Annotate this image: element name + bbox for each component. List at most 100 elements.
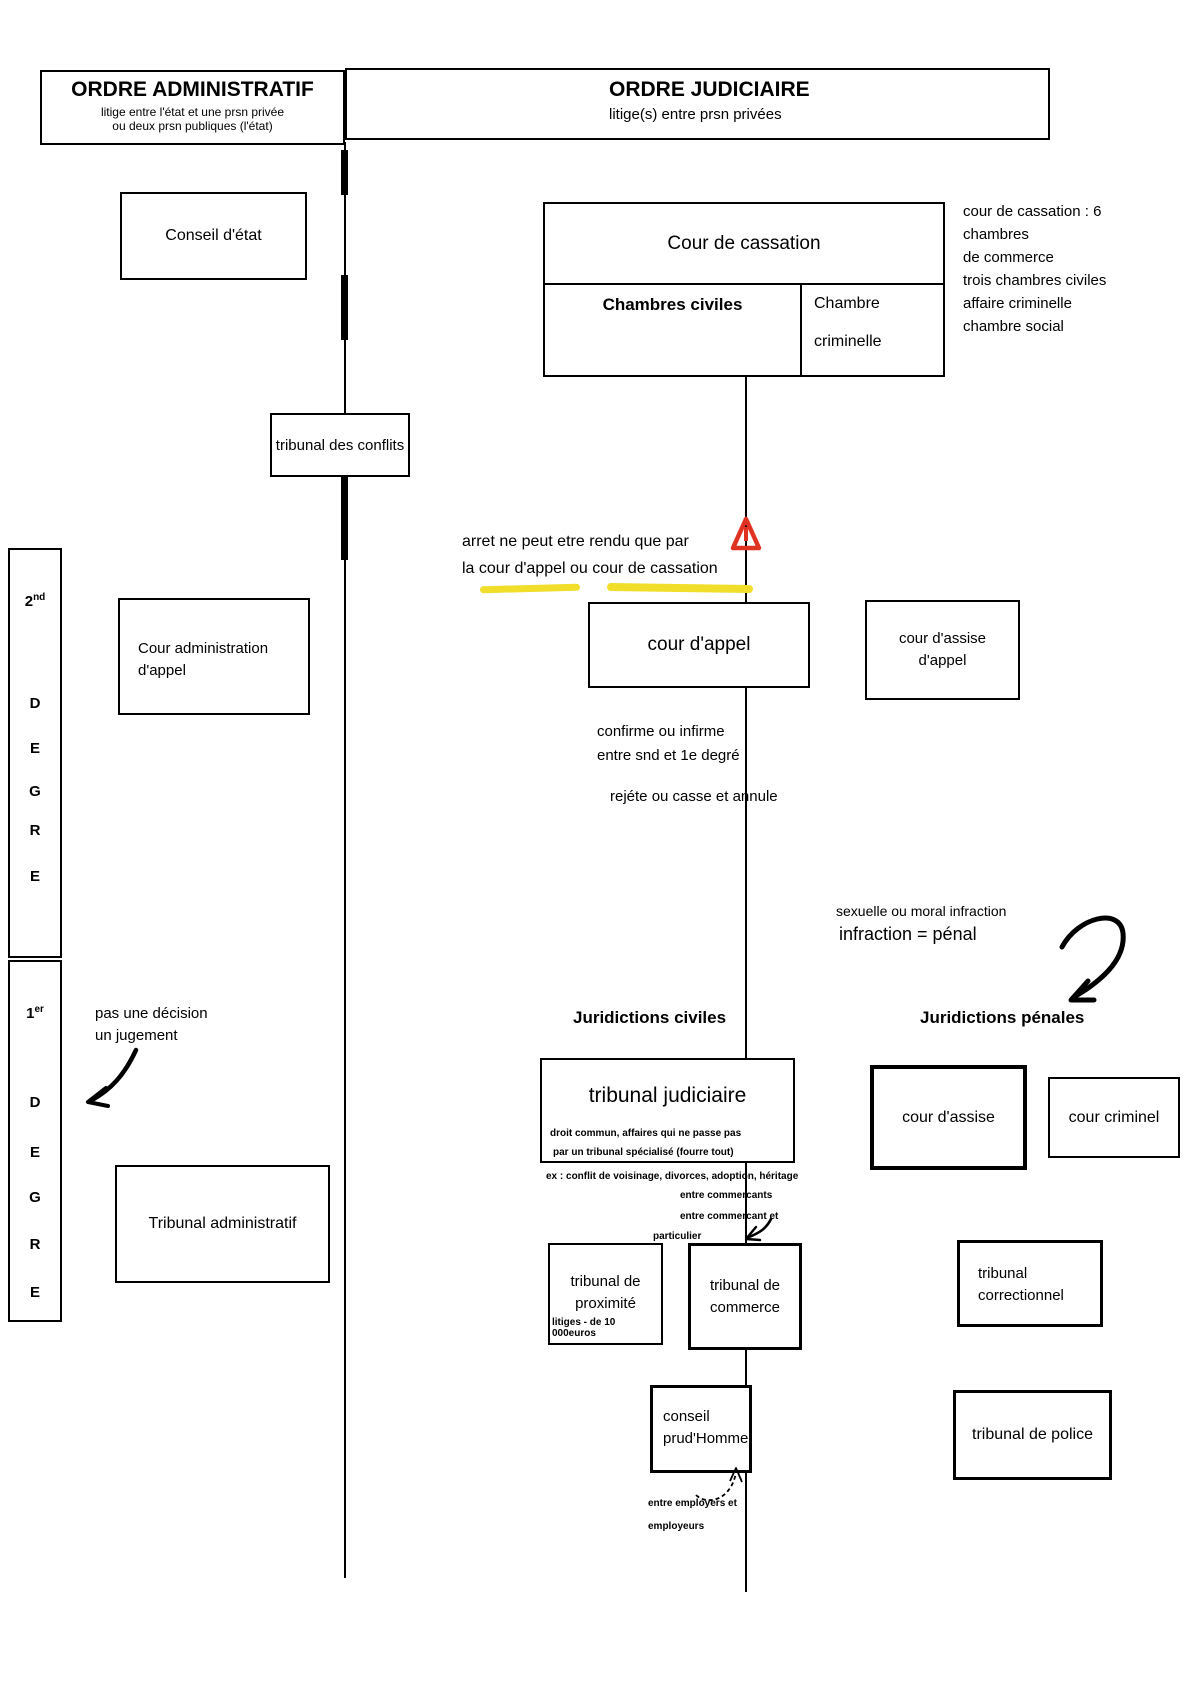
commercants-note-line2: entre commercant et xyxy=(680,1211,779,1222)
prudhomme-note-line2: employeurs xyxy=(648,1521,705,1532)
tribunal-correctionnel-line2: correctionnel xyxy=(978,1287,1064,1304)
cour-assise-label: cour d'assise xyxy=(902,1108,995,1126)
penal-note-small: sexuelle ou moral infraction xyxy=(836,903,1007,919)
cour-admin-appel-line1: Cour administration xyxy=(138,640,269,657)
box-cour-administration-appel: Cour administration d'appel xyxy=(118,598,310,715)
tribunal-correctionnel-line1: tribunal xyxy=(978,1265,1028,1282)
ordre-judiciaire-title: ORDRE JUDICIAIRE xyxy=(609,78,810,101)
tribunal-proximite-note: litiges - de 10 000euros xyxy=(552,1317,616,1339)
cassation-civil-cell: Chambres civiles xyxy=(545,285,802,375)
confirme-line2: entre snd et 1e degré xyxy=(597,747,740,764)
confirme-line1: confirme ou infirme xyxy=(597,723,725,740)
cassation-title: Cour de cassation xyxy=(667,232,821,254)
cassation-title-cell: Cour de cassation xyxy=(545,204,943,285)
cour-admin-appel-line2: d'appel xyxy=(138,662,186,679)
heading-juridictions-civiles: Juridictions civiles xyxy=(573,1008,727,1027)
cour-criminel-label: cour criminel xyxy=(1068,1108,1160,1126)
box-cour-de-cassation: Cour de cassation Chambres civiles Chamb… xyxy=(543,202,945,377)
box-tribunal-proximite: tribunal de proximité litiges - de 10 00… xyxy=(548,1243,663,1345)
highlight-cour-d-appel xyxy=(479,583,581,594)
box-conseil-prudhomme: conseil prud'Homme xyxy=(650,1385,752,1473)
box-cour-assise: cour d'assise xyxy=(870,1065,1027,1170)
conseil-prudhomme-line1: conseil xyxy=(663,1408,710,1425)
divider-thick-patch xyxy=(341,150,348,195)
tribunal-commerce-line2: commerce xyxy=(709,1298,780,1316)
penal-note-big: infraction = pénal xyxy=(839,924,977,944)
degre-letter: G xyxy=(29,1189,41,1206)
conseil-etat-label: Conseil d'état xyxy=(165,227,262,244)
side-note-line: cour de cassation : 6 xyxy=(963,203,1102,220)
tribunal-administratif-label: Tribunal administratif xyxy=(148,1215,297,1232)
chambres-civiles-label: Chambres civiles xyxy=(602,295,743,314)
box-tribunal-commerce: tribunal de commerce xyxy=(688,1243,802,1350)
cour-assise-appel-line1: cour d'assise xyxy=(898,630,987,647)
judicial-branch-line xyxy=(745,377,747,1592)
divider-thick-patch xyxy=(341,452,348,560)
side-note-line: trois chambres civiles xyxy=(963,272,1107,289)
box-tribunal-des-conflits: tribunal des conflits xyxy=(270,413,410,477)
tribunal-proximite-line2: proximité xyxy=(575,1295,636,1312)
tribunal-judiciaire-note2: par un tribunal spécialisé (fourre tout) xyxy=(553,1147,734,1158)
warning-triangle-icon xyxy=(727,514,765,554)
admin-judicial-divider-line xyxy=(344,142,346,1578)
tribunal-conflits-label: tribunal des conflits xyxy=(275,436,405,454)
rejete-note: rejéte ou casse et annule xyxy=(610,788,778,805)
conseil-prudhomme-line2: prud'Homme xyxy=(663,1430,749,1447)
cassation-side-note: cour de cassation : 6 chambres de commer… xyxy=(963,200,1106,338)
arret-warning-note: arret ne peut etre rendu que par la cour… xyxy=(462,528,718,582)
box-cour-criminel: cour criminel xyxy=(1048,1077,1180,1158)
box-cour-d-appel: cour d'appel xyxy=(588,602,810,688)
box-tribunal-police: tribunal de police xyxy=(953,1390,1112,1480)
degre-letter: E xyxy=(29,868,40,885)
ordre-administratif-sub1: litige entre l'état et une prsn privée xyxy=(100,105,285,119)
commercants-note-line1: entre commercants xyxy=(680,1190,773,1201)
arret-note-line2: la cour d'appel ou cour de cassation xyxy=(462,560,718,577)
heading-juridictions-penales: Juridictions pénales xyxy=(920,1008,1085,1027)
confirme-note: confirme ou infirme entre snd et 1e degr… xyxy=(597,720,740,768)
degre-letter: E xyxy=(29,1284,40,1301)
box-cour-assise-appel: cour d'assise d'appel xyxy=(865,600,1020,700)
box-conseil-etat: Conseil d'état xyxy=(120,192,307,280)
curved-arrow-left-icon xyxy=(78,1042,148,1112)
commercants-note-line3: particulier xyxy=(653,1231,702,1242)
ordre-administratif-sub2: ou deux prsn publiques (l'état) xyxy=(112,119,273,133)
tribunal-proximite-line1: tribunal de xyxy=(570,1273,641,1290)
cour-d-appel-label: cour d'appel xyxy=(647,634,751,655)
side-note-line: de commerce xyxy=(963,249,1054,266)
dashed-arrow-up-icon xyxy=(688,1455,752,1505)
curved-arrow-down-left-icon xyxy=(1050,905,1138,1007)
degre-letter: E xyxy=(29,740,40,757)
first-degree-note-line2: un jugement xyxy=(95,1027,178,1044)
box-tribunal-correctionnel: tribunal correctionnel xyxy=(957,1240,1103,1327)
divider-thick-patch xyxy=(341,275,348,340)
box-tribunal-administratif: Tribunal administratif xyxy=(115,1165,330,1283)
degre-letter: G xyxy=(29,783,41,800)
chambre-criminelle-line2: criminelle xyxy=(814,333,882,350)
degre-letter: R xyxy=(29,1236,41,1253)
rail-second-degree: 2nd D E G R E xyxy=(8,548,62,958)
header-ordre-judiciaire: ORDRE JUDICIAIRE litige(s) entre prsn pr… xyxy=(345,68,1050,140)
ordre-administratif-title: ORDRE ADMINISTRATIF xyxy=(71,78,314,101)
tribunal-commerce-line1: tribunal de xyxy=(709,1276,781,1294)
judiciaire-examples-note: ex : conflit de voisinage, divorces, ado… xyxy=(546,1171,799,1182)
cassation-criminal-cell: Chambre criminelle xyxy=(802,285,943,375)
degre-letter: D xyxy=(29,695,41,712)
tiny-arrow-down-left-icon xyxy=(737,1214,775,1244)
tribunal-police-label: tribunal de police xyxy=(972,1426,1093,1443)
degre-letter: D xyxy=(29,1094,41,1111)
header-ordre-administratif: ORDRE ADMINISTRATIF litige entre l'état … xyxy=(40,70,345,145)
prudhomme-note-line1: entre employers et xyxy=(648,1498,737,1509)
box-tribunal-judiciaire: tribunal judiciaire droit commun, affair… xyxy=(540,1058,795,1163)
side-note-line: chambres xyxy=(963,226,1029,243)
first-degree-note: pas une décision un jugement xyxy=(95,1003,208,1047)
degre-letter: E xyxy=(29,1144,40,1161)
tribunal-judiciaire-title: tribunal judiciaire xyxy=(588,1084,747,1107)
first-degree-note-line1: pas une décision xyxy=(95,1005,208,1022)
degre-letter: R xyxy=(29,822,41,839)
highlight-cour-de-cassation xyxy=(606,582,754,594)
tribunal-judiciaire-note1: droit commun, affaires qui ne passe pas xyxy=(550,1128,742,1139)
arret-note-line1: arret ne peut etre rendu que par xyxy=(462,533,689,550)
first-degree-label: 1er xyxy=(26,1004,44,1022)
side-note-line: affaire criminelle xyxy=(963,295,1072,312)
